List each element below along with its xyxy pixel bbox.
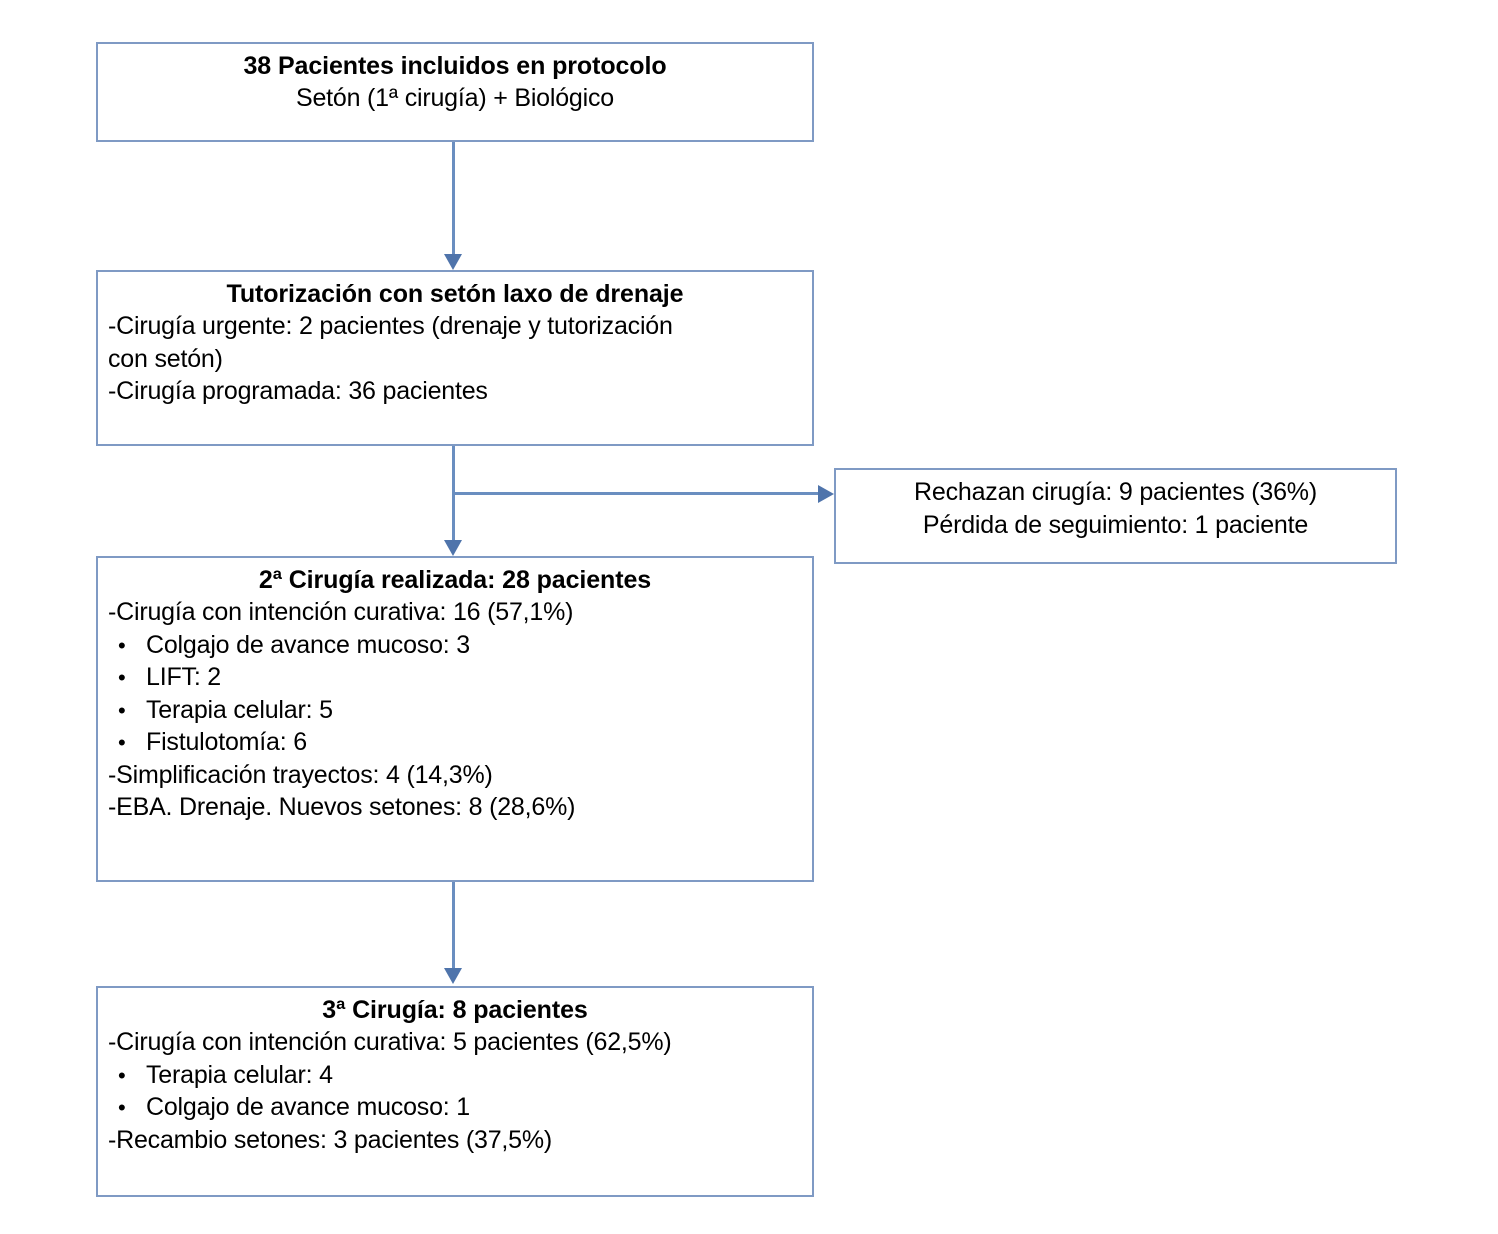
node-cirugia3-title: 3ª Cirugía: 8 pacientes: [322, 996, 588, 1024]
node-cirugia3-bullet-1-text: Terapia celular: 4: [146, 1060, 333, 1089]
node-tutorizacion-line-2: con setón): [108, 344, 223, 373]
node-cirugia2-bullet-4-text: Fistulotomía: 6: [146, 728, 307, 756]
bullet-dot-icon: •: [118, 1062, 126, 1088]
bullet-dot-icon: •: [118, 632, 126, 658]
node-protocolo-line-1: Setón (1ª cirugía) + Biológico: [295, 84, 614, 112]
node-rechazo: Rechazan cirugía: 9 pacientes (36%) Pérd…: [834, 468, 1397, 564]
node-protocolo-title: 38 Pacientes incluidos en protocolo: [243, 52, 667, 80]
node-cirugia2-line-1: -Cirugía con intención curativa: 16 (57,…: [108, 598, 574, 626]
node-cirugia2-bullet-3-text: Terapia celular: 5: [146, 695, 333, 724]
connector-protocolo-to-tutorizacion: [452, 142, 455, 256]
bullet-dot-icon: •: [118, 1095, 126, 1120]
connector-tutorizacion-to-rechazo: [452, 492, 826, 495]
node-cirugia3-line-1: -Cirugía con intención curativa: 5 pacie…: [108, 1028, 672, 1056]
arrowhead-right-icon: [818, 485, 834, 503]
node-protocolo: 38 Pacientes incluidos en protocolo Setó…: [96, 42, 814, 142]
node-cirugia3: 3ª Cirugía: 8 pacientes -Cirugía con int…: [96, 986, 814, 1197]
node-cirugia2-bullet-2-text: LIFT: 2: [146, 663, 222, 691]
node-cirugia2-line-2: -Simplificación trayectos: 4 (14,3%): [108, 760, 493, 789]
node-cirugia3-line-2: -Recambio setones: 3 pacientes (37,5%): [108, 1125, 553, 1154]
arrowhead-down-icon: [444, 254, 462, 270]
node-tutorizacion: Tutorización con setón laxo de drenaje -…: [96, 270, 814, 446]
arrowhead-down-icon: [444, 968, 462, 984]
node-cirugia2: 2ª Cirugía realizada: 28 pacientes -Ciru…: [96, 556, 814, 882]
node-rechazo-line-2: Pérdida de seguimiento: 1 paciente: [922, 510, 1309, 539]
node-cirugia2-bullet-2: • LIFT: 2: [108, 661, 802, 694]
node-cirugia2-bullet-1-text: Colgajo de avance mucoso: 3: [146, 630, 470, 659]
node-cirugia2-bullet-3: • Terapia celular: 5: [108, 694, 802, 727]
bullet-dot-icon: •: [118, 665, 126, 690]
node-cirugia2-bullet-1: • Colgajo de avance mucoso: 3: [108, 629, 802, 662]
node-tutorizacion-line-3: -Cirugía programada: 36 pacientes: [108, 377, 488, 405]
node-cirugia2-title: 2ª Cirugía realizada: 28 pacientes: [258, 566, 652, 594]
node-tutorizacion-line-1: -Cirugía urgente: 2 pacientes (drenaje y…: [108, 312, 673, 340]
bullet-dot-icon: •: [118, 697, 126, 723]
node-tutorizacion-title: Tutorización con setón laxo de drenaje: [226, 280, 684, 308]
node-cirugia2-line-3: -EBA. Drenaje. Nuevos setones: 8 (28,6%): [108, 793, 576, 821]
arrowhead-down-icon: [444, 540, 462, 556]
node-cirugia3-bullet-2: • Colgajo de avance mucoso: 1: [108, 1091, 802, 1124]
node-cirugia3-bullet-1: • Terapia celular: 4: [108, 1059, 802, 1092]
node-rechazo-line-1: Rechazan cirugía: 9 pacientes (36%): [914, 478, 1317, 506]
node-cirugia3-bullet-2-text: Colgajo de avance mucoso: 1: [146, 1093, 470, 1121]
bullet-dot-icon: •: [118, 730, 126, 755]
node-cirugia2-bullet-4: • Fistulotomía: 6: [108, 726, 802, 759]
connector-cirugia2-to-cirugia3: [452, 882, 455, 970]
